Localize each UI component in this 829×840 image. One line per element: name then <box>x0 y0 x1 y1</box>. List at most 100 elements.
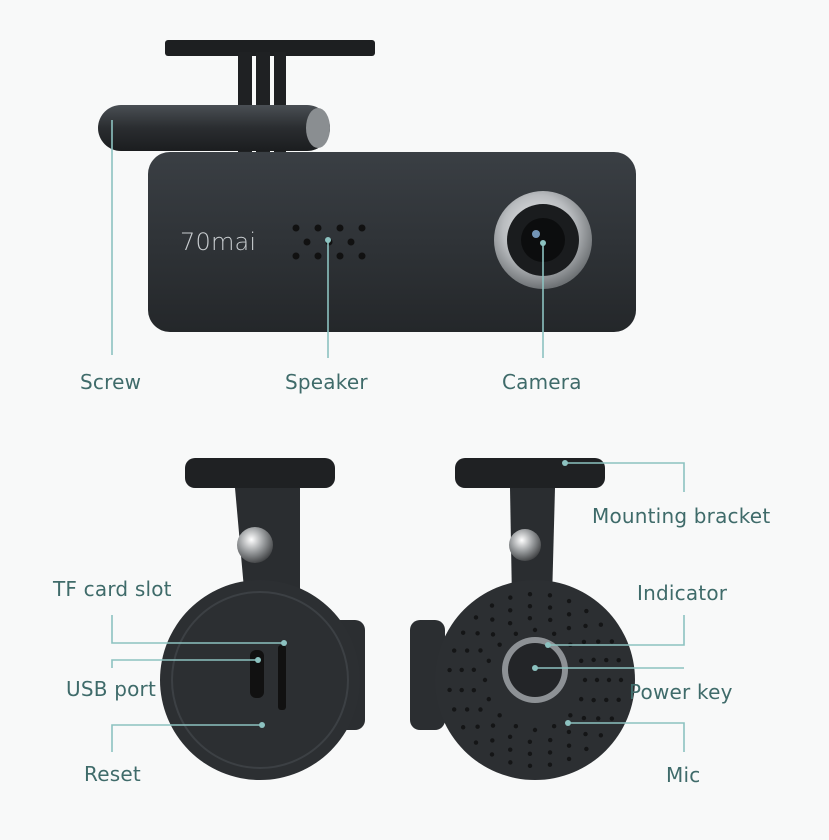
mic-hole <box>507 734 513 739</box>
mic-hole <box>566 729 572 735</box>
mic-hole <box>507 621 513 626</box>
mic-hole <box>464 707 470 712</box>
label-usb-port: USB port <box>66 677 157 701</box>
label-indicator: Indicator <box>637 581 728 605</box>
mic-hole <box>460 630 466 635</box>
mic-hole <box>527 739 533 744</box>
mic-hole <box>478 707 483 712</box>
mic-hole <box>489 603 495 608</box>
label-power-key: Power key <box>629 680 733 704</box>
mic-hole <box>451 707 457 712</box>
mic-hole <box>616 697 621 703</box>
mic-hole <box>591 657 596 663</box>
mic-hole <box>527 591 533 597</box>
mic-hole <box>508 760 513 765</box>
mic-hole <box>527 603 533 609</box>
mic-hole <box>473 740 479 745</box>
brand-logo: 70mai <box>180 228 257 256</box>
mic-hole <box>609 716 615 721</box>
mic-hole <box>459 687 464 693</box>
mic-hole <box>490 617 495 622</box>
tf-card-slot-opening <box>278 645 286 710</box>
mic-hole <box>581 639 587 645</box>
mic-hole <box>451 648 457 653</box>
mic-hole <box>547 750 553 755</box>
dashcam-front-view <box>98 40 636 332</box>
mic-hole <box>460 725 466 730</box>
mic-hole <box>486 658 492 664</box>
mic-hole <box>486 696 492 702</box>
label-screw: Screw <box>80 370 142 394</box>
mic-hole <box>497 642 502 647</box>
mic-hole <box>508 595 513 600</box>
mic-hole <box>598 622 604 627</box>
mic-hole <box>497 713 502 718</box>
mic-hole <box>548 617 553 623</box>
mic-hole <box>527 616 533 621</box>
mic-hole <box>604 657 609 663</box>
mic-hole <box>471 667 477 672</box>
mic-hole <box>609 639 615 644</box>
mic-hole <box>583 623 588 629</box>
mic-hole <box>618 677 624 683</box>
mic-hole <box>568 713 573 718</box>
mic-hole <box>584 608 589 614</box>
mic-hole <box>532 727 538 733</box>
mic-hole <box>596 639 601 644</box>
mic-hole <box>551 723 557 729</box>
mic-hole <box>547 605 553 610</box>
dashcam-side-view-left <box>160 458 365 780</box>
mic-hole <box>582 677 588 683</box>
mic-hole <box>478 648 483 653</box>
mic-hole <box>566 598 572 604</box>
mic-hole <box>583 731 588 737</box>
mic-hole <box>616 657 621 663</box>
mic-hole <box>473 615 479 620</box>
mic-hole <box>566 756 572 762</box>
mic-hole <box>508 747 513 752</box>
mic-hole <box>547 593 553 598</box>
mic-hole <box>490 723 496 728</box>
label-speaker: Speaker <box>285 370 368 394</box>
mount-plate <box>165 40 375 56</box>
mic-hole <box>566 743 572 748</box>
mic-hole <box>551 631 557 637</box>
mic-hole <box>581 715 587 721</box>
mic-hole <box>464 648 470 653</box>
mic-hole <box>475 724 480 729</box>
mic-hole <box>591 697 596 703</box>
dashcam-side-view-right <box>410 458 635 780</box>
mic-hole <box>489 752 495 757</box>
label-mounting-bracket: Mounting bracket <box>592 504 771 528</box>
label-camera: Camera <box>502 370 582 394</box>
mic-hole <box>547 762 553 767</box>
mic-hole <box>527 763 533 769</box>
mic-hole <box>596 716 601 721</box>
mic-hole <box>566 625 572 631</box>
label-tf-card-slot: TF card slot <box>53 577 172 601</box>
mic-hole <box>604 697 609 703</box>
mic-hole <box>548 737 553 743</box>
mic-hole <box>532 627 538 633</box>
label-mic: Mic <box>666 763 701 787</box>
mic-hole <box>447 667 452 673</box>
mic-hole <box>578 658 584 664</box>
mic-hole <box>584 746 589 752</box>
mic-hole <box>508 608 513 613</box>
mic-hole <box>447 687 452 693</box>
mic-hole <box>459 667 464 673</box>
mic-hole <box>606 677 612 683</box>
screw-cylinder <box>98 105 330 151</box>
mic-hole <box>594 677 600 683</box>
mic-hole <box>527 751 533 757</box>
label-reset: Reset <box>84 762 141 786</box>
speaker-grille <box>292 224 366 260</box>
mic-hole <box>482 677 488 683</box>
mic-hole <box>513 723 519 729</box>
mic-hole <box>471 688 477 693</box>
mic-hole <box>490 632 496 637</box>
mic-hole <box>475 631 480 636</box>
leader-lines <box>111 120 685 752</box>
mic-hole <box>513 631 519 637</box>
